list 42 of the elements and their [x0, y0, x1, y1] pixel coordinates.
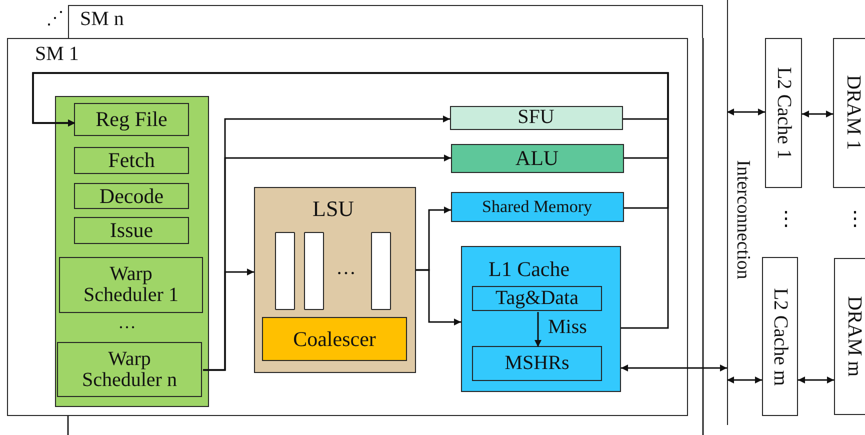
- arrow: [32, 72, 669, 329]
- lane-bar: [275, 232, 295, 310]
- ellipsis-mark: ⋮: [776, 207, 796, 231]
- cache-block: [460, 246, 620, 392]
- ellipsis-mark: …: [336, 257, 356, 280]
- l2-cache-box: L2 Cache m: [762, 257, 798, 416]
- pipeline-stage: Fetch: [74, 147, 189, 174]
- pipeline-stage: Reg File: [74, 103, 189, 136]
- group-title: LSU: [312, 196, 354, 222]
- dram-box: DRAM 1: [833, 38, 865, 188]
- cache-stage: MSHRs: [472, 346, 602, 381]
- group-title: SM 1: [35, 43, 79, 66]
- unit-box: ALU: [450, 144, 624, 172]
- ellipsis-mark: ⋮: [845, 207, 865, 231]
- unit-box: SFU: [450, 106, 622, 130]
- l2-cache-box: L2 Cache 1: [765, 38, 802, 188]
- stack-ellipsis: ⋰: [46, 7, 64, 29]
- arrow: [802, 110, 833, 118]
- interconnect-bus: Interconnection: [727, 0, 757, 425]
- coalescer-box: Coalescer: [262, 317, 407, 361]
- arrow: [534, 312, 542, 347]
- pipeline-stage: Issue: [74, 217, 189, 244]
- scheduler-box: Warp Scheduler 1: [59, 257, 203, 313]
- arrow: [727, 108, 765, 116]
- dram-box: DRAM m: [834, 258, 865, 415]
- sm-frame: SM n: [68, 5, 703, 38]
- scheduler-box: Warp Scheduler n: [57, 342, 202, 397]
- arrow: [727, 376, 762, 384]
- arrow: [416, 269, 461, 326]
- lsu-block: [254, 186, 416, 372]
- group-title: L1 Cache: [488, 256, 570, 282]
- cache-stage: Tag&Data: [472, 286, 602, 311]
- arrow: [798, 376, 834, 384]
- arrow: [203, 154, 451, 371]
- core-panel: [54, 96, 208, 406]
- lane-bar: [371, 232, 391, 310]
- lane-bar: [304, 232, 324, 310]
- sm-frame: [7, 38, 688, 416]
- memory-box: Shared Memory: [450, 192, 624, 222]
- arrow: [621, 364, 727, 372]
- ellipsis-mark: …: [118, 312, 136, 333]
- pipeline-stage: Decode: [74, 183, 189, 209]
